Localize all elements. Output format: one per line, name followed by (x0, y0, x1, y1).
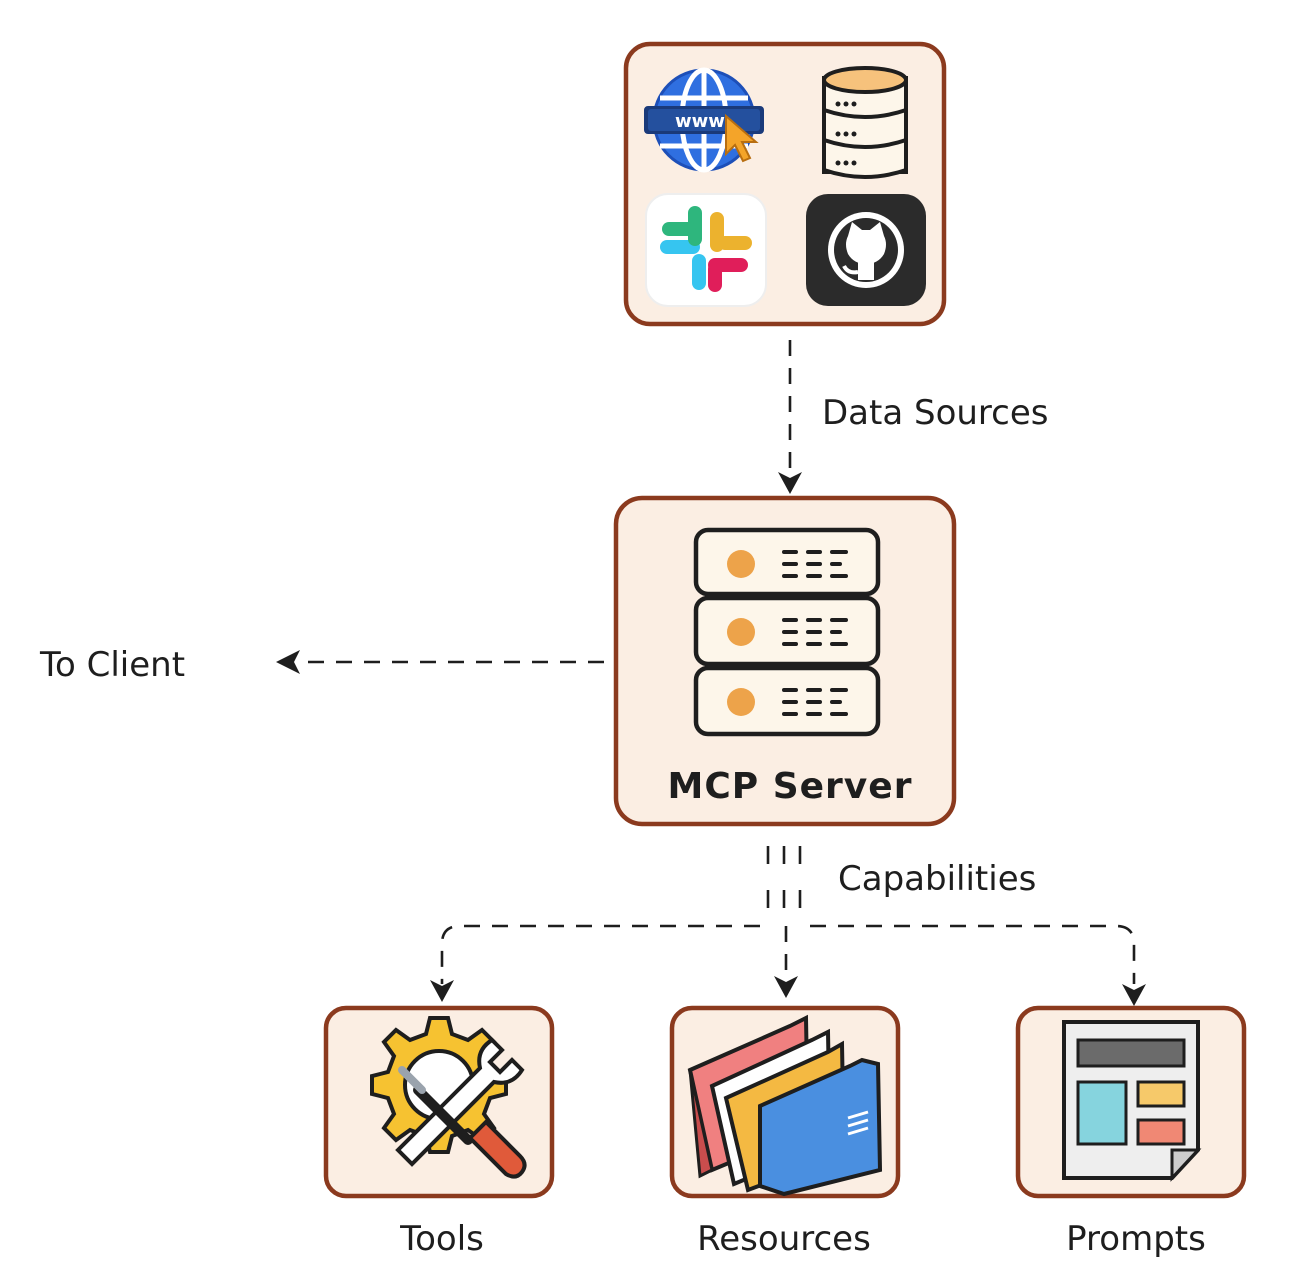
resources-label: Resources (697, 1219, 871, 1259)
resources-node: Resources (669, 1005, 901, 1259)
edge-data-sources: Data Sources (778, 340, 1048, 494)
tools-node: Tools (323, 1005, 555, 1259)
arrow-left-icon (276, 650, 300, 674)
edge-to-client: To Client (39, 645, 604, 685)
edge-label-capabilities: Capabilities (838, 859, 1036, 899)
folders-icon (687, 1014, 883, 1197)
github-icon (806, 194, 926, 306)
arrow-down-icon (778, 472, 802, 494)
edge-capabilities: Capabilities (430, 846, 1146, 1006)
prompts-label: Prompts (1066, 1219, 1206, 1259)
database-icon (822, 66, 908, 179)
prompts-node: Prompts (1015, 1005, 1247, 1259)
www-text: www (675, 111, 725, 132)
server-rack-icon (693, 527, 881, 737)
arrow-down-icon (774, 976, 798, 998)
slack-icon (645, 193, 767, 307)
arrow-down-icon (430, 980, 454, 1002)
edge-label-data-sources: Data Sources (822, 393, 1048, 433)
edge-label-to-client: To Client (39, 645, 185, 685)
tools-icon (370, 1016, 527, 1179)
prompt-document-icon (1062, 1020, 1202, 1182)
mcp-server-node: MCP Server (613, 495, 957, 827)
arrow-down-icon (1122, 984, 1146, 1006)
mcp-server-title: MCP Server (668, 766, 913, 807)
www-globe-icon: www (644, 67, 764, 173)
tools-label: Tools (399, 1219, 484, 1259)
data-sources-node: www (623, 41, 947, 327)
